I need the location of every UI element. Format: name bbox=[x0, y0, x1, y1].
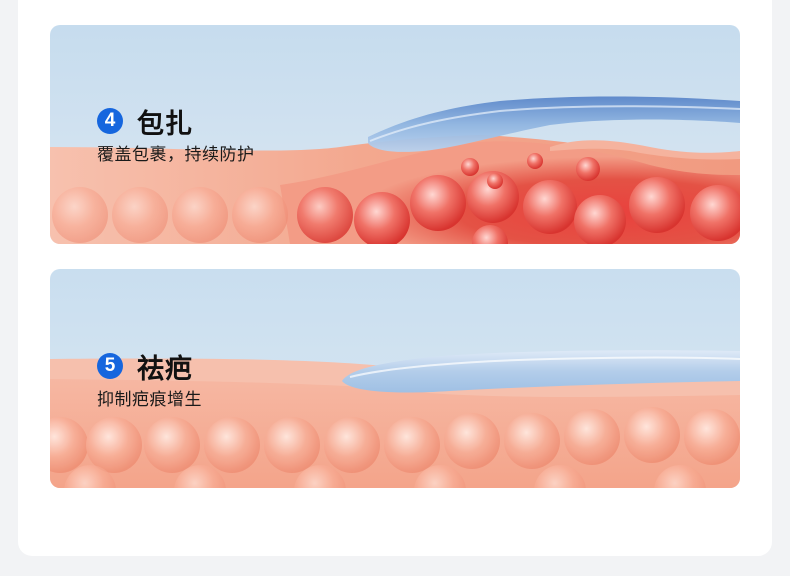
step-4-heading: 4 包扎 bbox=[97, 104, 255, 140]
number-5-circle-icon: 5 bbox=[97, 353, 123, 379]
illustration-panel-bandage: 4 包扎 覆盖包裹，持续防护 bbox=[50, 25, 740, 244]
step-5-description: 抑制疤痕增生 bbox=[97, 390, 202, 410]
step-4-description: 覆盖包裹，持续防护 bbox=[97, 145, 255, 165]
scar-illustration bbox=[50, 269, 740, 488]
step-4-title: 包扎 bbox=[137, 108, 193, 140]
step-5-caption: 5 祛疤 抑制疤痕增生 bbox=[97, 349, 202, 410]
step-4-caption: 4 包扎 覆盖包裹，持续防护 bbox=[97, 104, 255, 165]
number-4-circle-icon: 4 bbox=[97, 108, 123, 134]
step-5-heading: 5 祛疤 bbox=[97, 349, 202, 385]
step-5-title: 祛疤 bbox=[137, 353, 193, 385]
illustration-panel-scar: 5 祛疤 抑制疤痕增生 bbox=[50, 269, 740, 488]
bandage-illustration bbox=[50, 25, 740, 244]
